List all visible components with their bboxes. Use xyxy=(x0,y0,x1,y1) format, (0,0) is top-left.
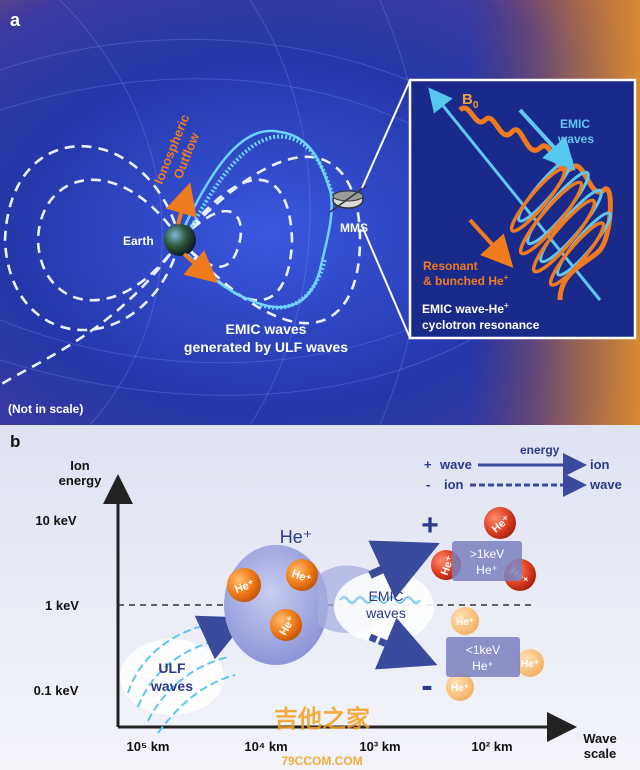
inset-cyclotron-resonance: B0 EMIC waves Resonant & bunched He+ EMI… xyxy=(408,78,637,340)
panel-a-magnetosphere: a Ionospheric Outflow Earth MMS EMIC wav… xyxy=(0,0,640,425)
panel-b-label: b xyxy=(10,432,20,451)
legend-minus: - xyxy=(426,477,430,492)
energy-loss-arrow xyxy=(368,617,438,670)
bubble-ion-2: He⁺ xyxy=(286,559,318,591)
svg-text:He⁺: He⁺ xyxy=(451,683,469,694)
legend-energy: energy xyxy=(520,443,560,457)
b0-label: B0 xyxy=(462,91,479,111)
resonant-label-line1: Resonant xyxy=(423,259,478,273)
panel-b-svg: b Ion energy 10 keV 1 keV 0.1 keV 10⁵ km… xyxy=(0,425,640,770)
he-plus-main-label: He⁺ xyxy=(280,527,313,547)
legend-wave: wave xyxy=(439,457,472,472)
legend-wave2: wave xyxy=(589,477,622,492)
panel-a-label: a xyxy=(10,10,21,30)
legend: + wave energy ion - ion wave xyxy=(424,443,622,497)
panel-b-energy-diagram: b Ion energy 10 keV 1 keV 0.1 keV 10⁵ km… xyxy=(0,425,640,770)
y-axis-title-line2: energy xyxy=(59,473,102,488)
x-axis-title-line2: scale xyxy=(584,746,617,761)
legend-plus: + xyxy=(424,457,432,472)
inset-emic-label-line2: waves xyxy=(557,132,594,146)
svg-text:He⁺: He⁺ xyxy=(521,659,539,670)
emic-generated-label-line2: generated by ULF waves xyxy=(184,339,348,355)
inset-caption-line2: cyclotron resonance xyxy=(422,318,540,332)
mms-spacecraft-icon xyxy=(329,185,367,213)
earth-label: Earth xyxy=(123,234,154,248)
y-tick-1kev: 1 keV xyxy=(45,598,79,613)
mms-label: MMS xyxy=(340,221,368,235)
panel-a-svg: a Ionospheric Outflow Earth MMS EMIC wav… xyxy=(0,0,640,425)
svg-text:吉他之家: 吉他之家 xyxy=(274,705,370,733)
lt-1kev-box: <1keV He⁺ xyxy=(446,637,520,677)
plus-sign: + xyxy=(421,509,439,542)
y-axis-title-line1: Ion xyxy=(70,458,90,473)
emic-label-line2: waves xyxy=(365,605,406,621)
b0-field-line xyxy=(428,87,602,301)
gt-1kev-label-line1: >1keV xyxy=(470,547,504,561)
x-tick-1e5km: 10⁵ km xyxy=(127,739,170,754)
emic-wave-loop xyxy=(180,129,336,310)
x-tick-1e2km: 10² km xyxy=(471,739,512,754)
inset-connector-lines xyxy=(361,79,411,339)
emic-waves-group: EMIC waves xyxy=(334,571,434,643)
low-energy-ion-3: He⁺ xyxy=(446,673,474,701)
lt-1kev-label-line2: He⁺ xyxy=(472,659,494,673)
ion-direction-arrow xyxy=(468,218,514,268)
low-energy-ion-2: He⁺ xyxy=(516,649,544,677)
legend-ion2: ion xyxy=(444,477,464,492)
x-tick-1e4km: 10⁴ km xyxy=(244,739,287,754)
gt-1kev-box: >1keV He⁺ xyxy=(452,541,522,581)
y-tick-10kev: 10 keV xyxy=(35,513,77,528)
not-in-scale-label: (Not in scale) xyxy=(8,402,83,416)
energy-gain-arrow xyxy=(368,540,440,599)
ionospheric-outflow-arrows xyxy=(165,182,219,284)
ulf-label-line2: waves xyxy=(150,678,193,694)
emic-direction-arrow xyxy=(518,108,576,171)
svg-text:79CCOM.COM: 79CCOM.COM xyxy=(281,754,362,768)
y-tick-0p1kev: 0.1 keV xyxy=(34,683,79,698)
lt-1kev-label-line1: <1keV xyxy=(466,643,500,657)
ulf-label-line1: ULF xyxy=(158,660,186,676)
bubble-ion-3: He⁺ xyxy=(270,609,302,641)
gt-1kev-label-line2: He⁺ xyxy=(476,563,498,577)
earth-globe xyxy=(164,224,196,256)
watermark-logo: 吉他之家 79CCOM.COM xyxy=(274,705,370,768)
high-energy-ion-1: He⁺ xyxy=(484,507,516,539)
x-axis-title-line1: Wave xyxy=(583,731,616,746)
low-energy-ion-1: He⁺ xyxy=(451,607,479,635)
inset-emic-label-line1: EMIC xyxy=(560,117,590,131)
emic-label-line1: EMIC xyxy=(369,588,404,604)
inset-caption-line1: EMIC wave-He+ xyxy=(422,301,509,316)
svg-text:He⁺: He⁺ xyxy=(456,617,474,628)
x-tick-1e3km: 10³ km xyxy=(359,739,400,754)
minus-sign: - xyxy=(421,667,432,705)
resonant-label-line2: & bunched He+ xyxy=(423,273,509,288)
emic-generated-label-line1: EMIC waves xyxy=(226,321,307,337)
bubble-ion-1: He⁺ xyxy=(227,568,261,602)
legend-ion: ion xyxy=(590,457,610,472)
